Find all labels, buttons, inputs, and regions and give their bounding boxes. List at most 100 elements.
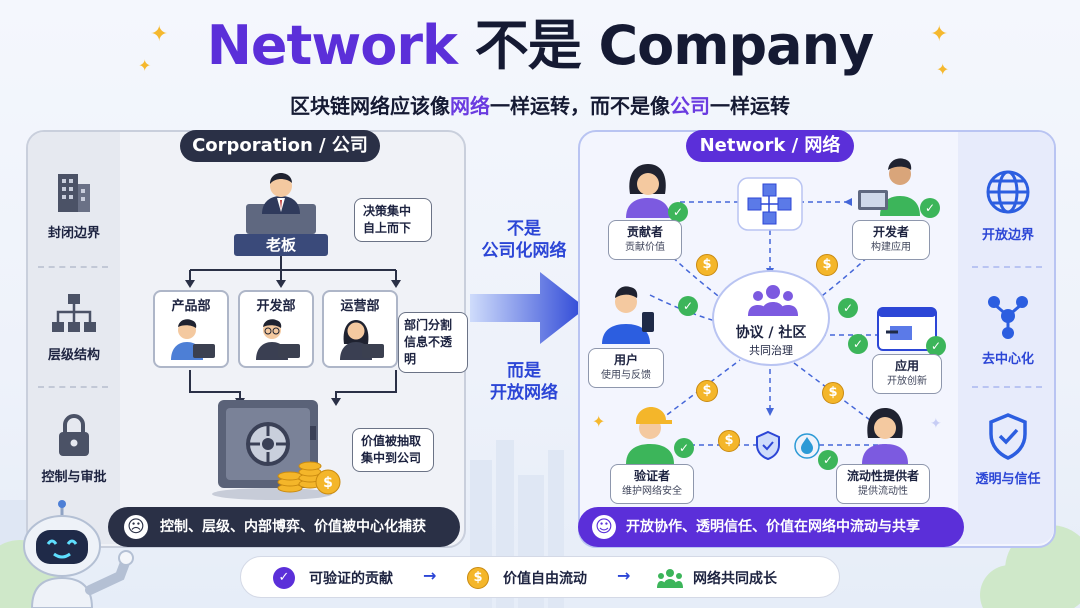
node-subtitle: 贡献价值 — [625, 242, 665, 253]
check-icon: ✓ — [926, 336, 946, 356]
network-summary-bar: ☺ 开放协作、透明信任、价值在网络中流动与共享 — [578, 507, 964, 547]
corporation-summary-bar: ☹ 控制、层级、内部博弈、价值被中心化捕获 — [108, 507, 460, 547]
side-item-transparency: 透明与信任 — [962, 412, 1054, 487]
node-liquidity-provider: 流动性提供者 提供流动性 — [836, 464, 930, 504]
node-user: 用户 使用与反馈 — [588, 348, 664, 388]
subtitle-part: 区块链网络应该像 — [290, 94, 450, 118]
mid-line: 不是 — [507, 219, 541, 239]
arrow-right-icon: → — [617, 566, 631, 585]
node-title: 流动性提供者 — [846, 469, 919, 483]
community-hub: 协议 / 社区 共同治理 — [712, 270, 830, 366]
coin-icon: $ — [718, 430, 740, 452]
community-growth-icon — [657, 569, 683, 588]
corporation-header: Corporation / 公司 — [180, 130, 380, 162]
bubble-line: 价值被抽取 — [361, 434, 422, 448]
check-icon: ✓ — [668, 202, 688, 222]
boss-figure — [246, 173, 316, 234]
sparkle-icon: ✦ — [150, 22, 169, 47]
liquidity-provider-figure — [862, 408, 908, 464]
divider — [38, 266, 108, 268]
check-icon: ✓ — [818, 450, 838, 470]
side-item-control: 控制与审批 — [28, 412, 120, 485]
side-item-open-boundary: 开放边界 — [962, 168, 1054, 243]
node-app: 应用 开放创新 — [872, 354, 942, 394]
side-label: 透明与信任 — [975, 472, 1041, 487]
node-title: 验证者 — [633, 469, 670, 483]
shield-token-icon — [756, 430, 780, 460]
bubble-line: 信息不透明 — [404, 335, 453, 366]
title-not: 不是 — [456, 14, 599, 77]
side-item-decentralized: 去中心化 — [962, 292, 1054, 367]
user-figure — [602, 286, 654, 344]
sparkle-icon: ✦ — [138, 56, 152, 75]
node-title: 贡献者 — [626, 225, 663, 239]
node-title: 用户 — [613, 353, 638, 367]
sad-face-icon: ☹ — [124, 515, 148, 539]
vault-bubble: 价值被抽取 集中到公司 — [352, 428, 434, 472]
arrow-right-icon: → — [423, 566, 437, 585]
node-contributor: 贡献者 贡献价值 — [608, 220, 682, 260]
title-company: Company — [598, 14, 875, 77]
node-developer: 开发者 构建应用 — [852, 220, 930, 260]
sparkle-icon: ✦ — [936, 60, 950, 79]
blockchain-icon — [737, 177, 803, 231]
mid-line: 公司化网络 — [481, 241, 567, 261]
network-summary-text: 开放协作、透明信任、价值在网络中流动与共享 — [626, 519, 920, 535]
dept-card-dev: 开发部 — [238, 290, 314, 368]
coin-icon: $ — [822, 382, 844, 404]
divider — [38, 386, 108, 388]
hierarchy-icon — [52, 294, 96, 332]
footer-item: 可验证的贡献 — [309, 571, 393, 587]
coin-icon: $ — [696, 254, 718, 276]
vault-icon: $ — [212, 400, 341, 500]
subtitle: 区块链网络应该像网络一样运转，而不是像公司一样运转 — [0, 90, 1080, 119]
node-title: 应用 — [894, 359, 919, 373]
lock-icon — [59, 414, 89, 456]
side-label: 去中心化 — [981, 352, 1034, 367]
sparkle-icon: ✦ — [930, 22, 949, 47]
footer-item: 价值自由流动 — [503, 571, 587, 587]
divider — [972, 266, 1042, 268]
dept-label: 开发部 — [256, 299, 296, 314]
node-subtitle: 使用与反馈 — [601, 370, 651, 381]
dept-card-product: 产品部 — [153, 290, 229, 368]
bubble-line: 部门分割 — [404, 318, 453, 332]
main-title: Network 不是 Company — [0, 14, 1080, 78]
dept-label: 产品部 — [171, 299, 211, 314]
shield-check-icon — [989, 413, 1027, 460]
community-icon — [748, 285, 798, 316]
dept-label: 运营部 — [340, 299, 380, 314]
network-header: Network / 网络 — [686, 130, 854, 162]
node-subtitle: 维护网络安全 — [622, 486, 682, 497]
node-subtitle: 构建应用 — [871, 242, 911, 253]
subtitle-part: 一样运转，而不是像 — [490, 94, 670, 118]
worker-figure — [340, 320, 384, 360]
coin-icon: $ — [816, 254, 838, 276]
building-icon — [58, 174, 90, 212]
corporation-summary-text: 控制、层级、内部博弈、价值被中心化捕获 — [160, 519, 426, 535]
side-label: 层级结构 — [47, 348, 100, 363]
check-icon: ✓ — [674, 438, 694, 458]
liquidity-drop-icon — [794, 433, 820, 459]
boss-label: 老板 — [234, 234, 328, 256]
bubble-line: 自上而下 — [363, 221, 412, 235]
middle-not-label: 不是 公司化网络 — [460, 218, 588, 262]
robot-mascot — [23, 500, 134, 608]
node-validator: 验证者 维护网络安全 — [610, 464, 694, 504]
coin-icon: $ — [696, 380, 718, 402]
footer-item: 网络共同成长 — [693, 571, 777, 587]
sparkle-icon: ✦ — [592, 412, 606, 431]
check-icon: ✓ — [838, 298, 858, 318]
worker-figure — [256, 319, 300, 360]
subtitle-highlight: 公司 — [670, 94, 710, 118]
app-window-icon — [877, 307, 937, 351]
subtitle-highlight: 网络 — [450, 94, 490, 118]
side-label: 控制与审批 — [41, 470, 107, 485]
title-network: Network — [206, 14, 458, 77]
sparkle-icon: ✦ — [930, 416, 942, 432]
boss-bubble: 决策集中 自上而下 — [354, 198, 432, 242]
bubble-line: 集中到公司 — [361, 451, 422, 465]
dept-bubble: 部门分割 信息不透明 — [398, 312, 468, 373]
check-icon: ✓ — [678, 296, 698, 316]
side-item-closed-boundary: 封闭边界 — [28, 168, 120, 241]
